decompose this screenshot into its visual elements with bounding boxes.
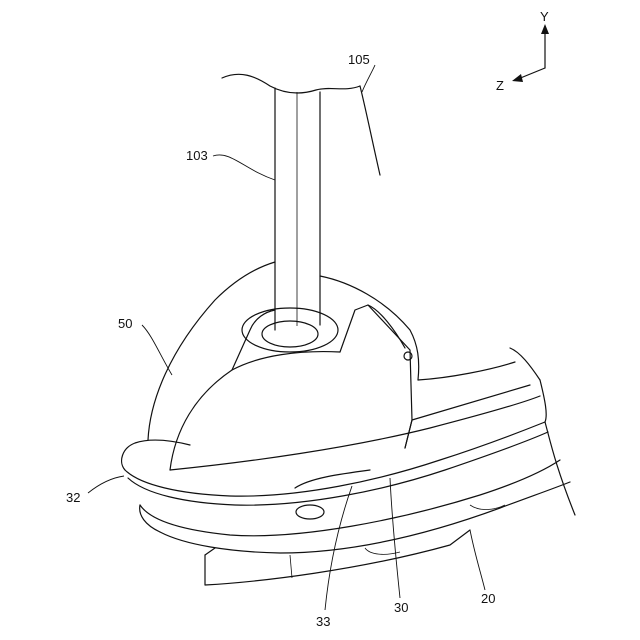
plate-left-end <box>122 440 190 470</box>
housing-rear-base <box>405 385 530 448</box>
label-103: 103 <box>186 148 208 163</box>
housing-rear-line <box>510 348 540 380</box>
fastener-33 <box>296 505 324 519</box>
label-30: 30 <box>394 600 408 615</box>
y-arrowhead-icon <box>541 24 549 34</box>
z-arrowhead-icon <box>512 74 523 82</box>
z-axis-arrow <box>518 68 545 79</box>
base-bottom-plate <box>205 530 470 585</box>
base-top-edge <box>140 460 560 536</box>
leader-20 <box>470 530 485 590</box>
plate-top-edge <box>125 422 545 496</box>
slot-33 <box>295 470 370 488</box>
leader-105 <box>362 65 375 92</box>
housing-front-face <box>170 352 340 470</box>
label-105: 105 <box>348 52 370 67</box>
housing-right-contour <box>320 276 419 380</box>
leader-103 <box>213 155 275 180</box>
label-20: 20 <box>481 591 495 606</box>
housing-left-contour <box>148 262 275 440</box>
housing-50 <box>148 262 540 470</box>
housing-screw <box>404 352 412 360</box>
base-rib-3 <box>470 505 505 510</box>
housing-rear-shoulder <box>418 362 515 380</box>
base-rear-upper <box>540 380 546 422</box>
shaft-break-line <box>222 74 360 93</box>
plate-bottom-edge <box>128 432 548 505</box>
leader-32 <box>88 476 124 493</box>
plate-inner-edge <box>170 396 540 470</box>
base-rear-contour <box>545 422 575 515</box>
label-32: 32 <box>66 490 80 505</box>
label-33: 33 <box>316 614 330 629</box>
y-axis-label: Y <box>540 9 549 24</box>
housing-top-plate <box>340 305 412 448</box>
z-axis-label: Z <box>496 78 504 93</box>
axis-indicator: Y Z <box>496 9 549 93</box>
leader-50 <box>142 325 172 375</box>
leader-lines <box>88 65 485 610</box>
shaft <box>222 74 380 330</box>
base-bottom-corner <box>205 548 215 555</box>
label-50: 50 <box>118 316 132 331</box>
shaft-outline-105 <box>360 86 380 175</box>
shaft-collar-inner <box>262 321 318 347</box>
base-middle-edge <box>160 482 570 553</box>
plate-30-32 <box>122 396 548 519</box>
base-rib-1 <box>290 555 292 578</box>
shaft-collar <box>242 308 338 352</box>
